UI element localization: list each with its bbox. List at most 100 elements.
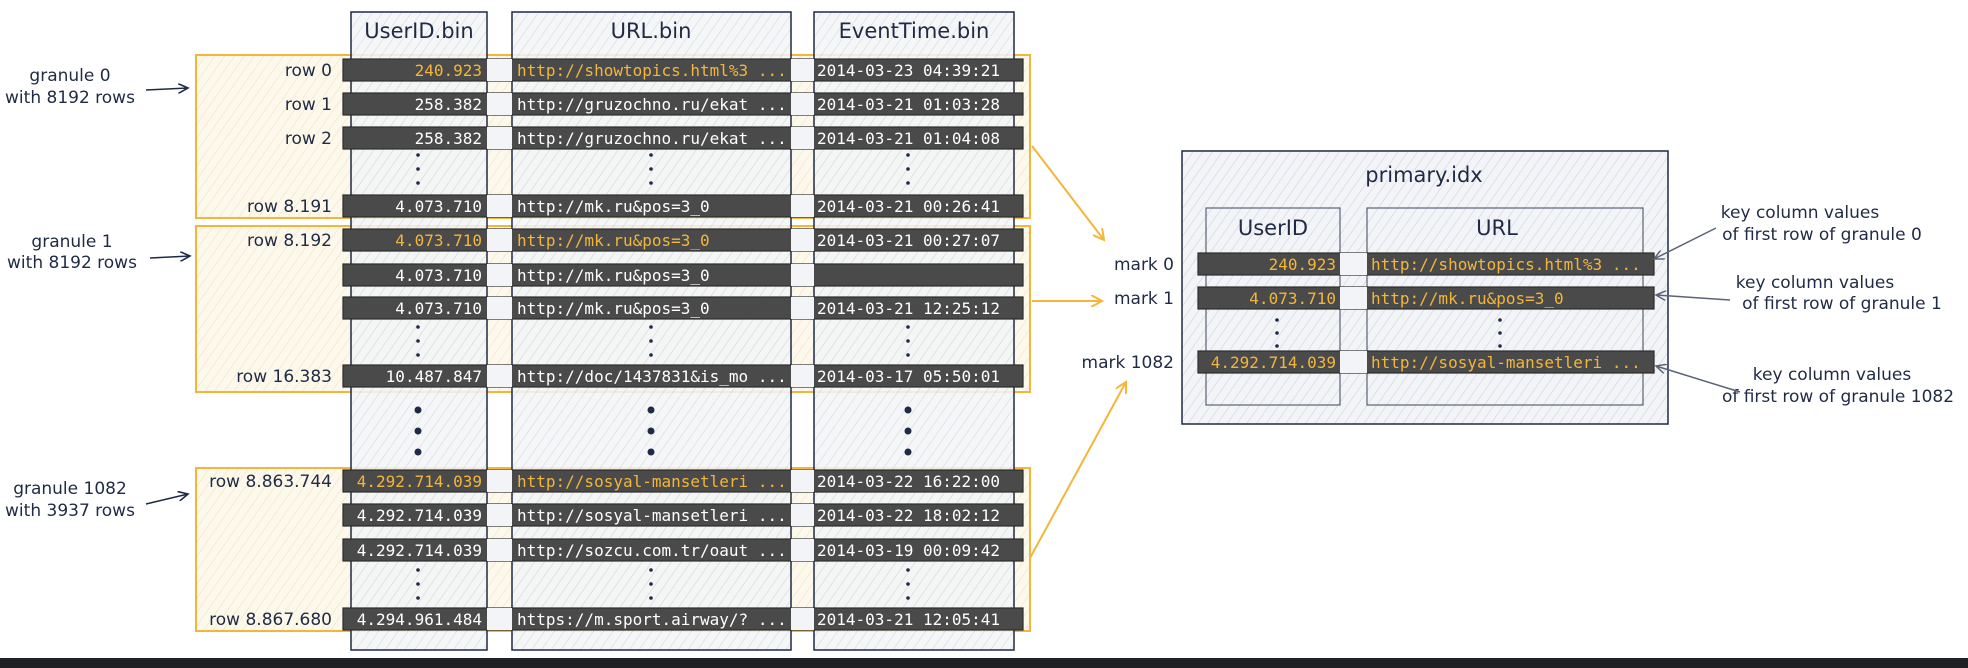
svg-text:granule 0: granule 0 <box>29 66 110 86</box>
eventtime-cell: 2014-03-21 12:25:12 <box>817 299 1000 318</box>
mark-label: mark 1 <box>1114 289 1174 309</box>
svg-text:key column values: key column values <box>1753 365 1912 385</box>
row-gap <box>791 539 814 561</box>
eventtime-cell: 2014-03-17 05:50:01 <box>817 367 1000 386</box>
granule-label-1: granule 1 with 8192 rows <box>7 232 190 273</box>
url-cell: http://gruzochno.ru/ekat ... <box>517 95 787 114</box>
mark-bar <box>1197 252 1655 276</box>
userid-cell: 4.073.710 <box>395 197 482 216</box>
row-bar <box>342 469 1024 493</box>
mark-bar <box>1197 350 1655 374</box>
row-gap <box>791 195 814 217</box>
mark-gap <box>1340 351 1367 373</box>
row-gap <box>487 539 512 561</box>
ellipsis-granule-1 <box>416 325 910 357</box>
mark-userid-cell: 4.292.714.039 <box>1211 353 1336 372</box>
row-bar <box>342 126 1024 150</box>
userid-cell: 4.073.710 <box>395 266 482 285</box>
url-cell: http://sozcu.com.tr/oaut ... <box>517 541 787 560</box>
svg-text:granule 1: granule 1 <box>31 232 112 252</box>
row-gap <box>487 127 512 149</box>
column-header-url: URL.bin <box>611 19 692 43</box>
row-bar <box>342 607 1024 631</box>
row-label: row 0 <box>285 61 332 81</box>
mark-bar <box>1197 286 1655 310</box>
url-cell: https://m.sport.airway/? ... <box>517 610 787 629</box>
row-gap <box>487 504 512 526</box>
svg-text:with 8192 rows: with 8192 rows <box>7 253 137 273</box>
eventtime-cell: 2014-03-22 18:02:12 <box>817 506 1000 525</box>
row-bar <box>342 364 1024 388</box>
eventtime-cell: 2014-03-21 01:04:08 <box>817 129 1000 148</box>
eventtime-cell: 2014-03-21 00:26:41 <box>817 197 1000 216</box>
svg-text:with 3937 rows: with 3937 rows <box>5 501 135 521</box>
row-gap <box>791 470 814 492</box>
row-gap <box>791 365 814 387</box>
eventtime-cell: 2014-03-19 00:09:42 <box>817 541 1000 560</box>
userid-cell: 4.292.714.039 <box>357 472 482 491</box>
row-label: row 8.863.744 <box>209 472 332 492</box>
row-gap <box>791 229 814 251</box>
eventtime-cell: 2014-03-23 04:39:21 <box>817 61 1000 80</box>
row-gap <box>487 365 512 387</box>
mark-label: mark 0 <box>1114 255 1174 275</box>
row-bar <box>342 503 1024 527</box>
row-gap <box>487 297 512 319</box>
row-bar <box>342 228 1024 252</box>
svg-text:of first row of granule 1: of first row of granule 1 <box>1742 294 1942 314</box>
row-label: row 1 <box>285 95 332 115</box>
primary-index-title: primary.idx <box>1365 163 1482 187</box>
row-gap <box>487 93 512 115</box>
svg-text:of first row of granule 0: of first row of granule 0 <box>1722 225 1922 245</box>
url-cell: http://mk.ru&pos=3_0 <box>517 299 710 318</box>
ellipsis-granule-1082 <box>416 568 910 600</box>
svg-text:of first row of granule 1082: of first row of granule 1082 <box>1722 387 1954 407</box>
svg-text:with 8192 rows: with 8192 rows <box>5 88 135 108</box>
primary-index-url-header: URL <box>1476 216 1518 240</box>
ellipsis-between-granules <box>414 406 912 456</box>
mark-userid-cell: 240.923 <box>1269 255 1336 274</box>
url-cell: http://mk.ru&pos=3_0 <box>517 197 710 216</box>
table-row: 4.073.710 http://mk.ru&pos=3_0 2014-03-21 … <box>342 296 1024 320</box>
row-bar <box>342 538 1024 562</box>
eventtime-cell: 2014-03-21 12:05:41 <box>817 610 1000 629</box>
userid-cell: 4.073.710 <box>395 299 482 318</box>
annotation-granule-1082: key column values of first row of granul… <box>1656 365 1954 407</box>
row-label: row 16.383 <box>236 367 332 387</box>
userid-cell: 4.292.714.039 <box>357 506 482 525</box>
mark-label: mark 1082 <box>1082 353 1174 373</box>
userid-cell: 240.923 <box>415 61 482 80</box>
row-bar <box>342 194 1024 218</box>
primary-index-userid-header: UserID <box>1238 216 1308 240</box>
annotation-granule-1: key column values of first row of granul… <box>1656 273 1942 314</box>
userid-cell: 10.487.847 <box>386 367 482 386</box>
mark-url-cell: http://mk.ru&pos=3_0 <box>1371 289 1564 308</box>
column-header-eventtime: EventTime.bin <box>839 19 990 43</box>
granule-label-0: granule 0 with 8192 rows <box>5 66 188 108</box>
row-gap <box>791 264 814 286</box>
row-bar <box>342 92 1024 116</box>
row-gap <box>791 504 814 526</box>
row-gap <box>487 195 512 217</box>
row-gap <box>791 93 814 115</box>
url-cell: http://mk.ru&pos=3_0 <box>517 231 710 250</box>
row-gap <box>791 59 814 81</box>
column-header-userid: UserID.bin <box>364 19 473 43</box>
eventtime-cell: 2014-03-21 01:03:28 <box>817 95 1000 114</box>
arrow-granule-0-to-mark-0 <box>1031 145 1104 240</box>
row-bar <box>342 263 1024 287</box>
row-gap <box>791 608 814 630</box>
row-gap <box>487 264 512 286</box>
